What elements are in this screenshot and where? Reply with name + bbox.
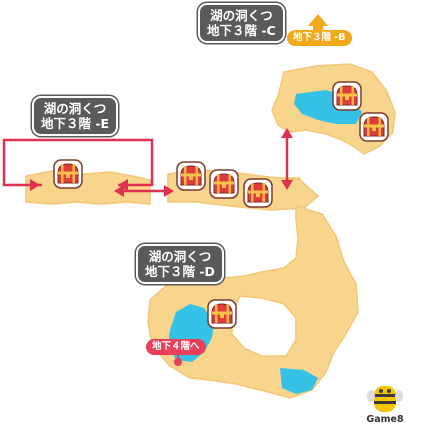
warp-loop-line xyxy=(2,138,154,187)
down-pin-icon xyxy=(174,358,182,366)
connector-head-right xyxy=(164,185,174,197)
vertical-head-up xyxy=(281,128,293,138)
stairs-up-tag[interactable]: 地下３階 -B xyxy=(287,30,352,46)
area-label-e-line1: 湖の洞くつ xyxy=(43,101,107,116)
area-label-c: 湖の洞くつ 地下３階 -C xyxy=(198,3,285,43)
area-label-d-line2: 地下３階 -D xyxy=(145,264,215,279)
floor-area-west xyxy=(25,169,151,205)
area-label-c-line1: 湖の洞くつ xyxy=(210,8,273,23)
up-triangle-icon xyxy=(308,14,328,26)
area-label-c-line2: 地下３階 -C xyxy=(207,23,276,38)
chest-corridor-3[interactable] xyxy=(243,178,273,208)
stairs-down-tag[interactable]: 地下４階へ xyxy=(146,339,206,355)
chest-south[interactable] xyxy=(207,299,237,329)
area-label-e-line2: 地下３階 -E xyxy=(41,116,110,131)
connector-head-left xyxy=(114,185,124,197)
chest-corridor-2[interactable] xyxy=(209,169,239,199)
arrow-head-left xyxy=(30,179,40,191)
area-label-d: 湖の洞くつ 地下３階 -D xyxy=(136,244,224,284)
arrow-head-right xyxy=(118,179,128,191)
game8-logo-text: Game8 xyxy=(366,414,404,425)
water-south-bottom xyxy=(280,368,318,394)
vertical-head-down xyxy=(281,180,293,190)
chest-corridor-1[interactable] xyxy=(176,161,206,191)
chest-upper-right-1[interactable] xyxy=(332,81,362,111)
chest-upper-right-2[interactable] xyxy=(359,112,389,142)
game8-bee-icon xyxy=(367,386,403,412)
game8-logo: Game8 xyxy=(359,384,411,428)
up-triangle-stem xyxy=(313,26,323,32)
area-label-d-line1: 湖の洞くつ xyxy=(148,249,212,264)
chest-west[interactable] xyxy=(53,159,83,189)
area-label-e: 湖の洞くつ 地下３階 -E xyxy=(32,96,119,136)
